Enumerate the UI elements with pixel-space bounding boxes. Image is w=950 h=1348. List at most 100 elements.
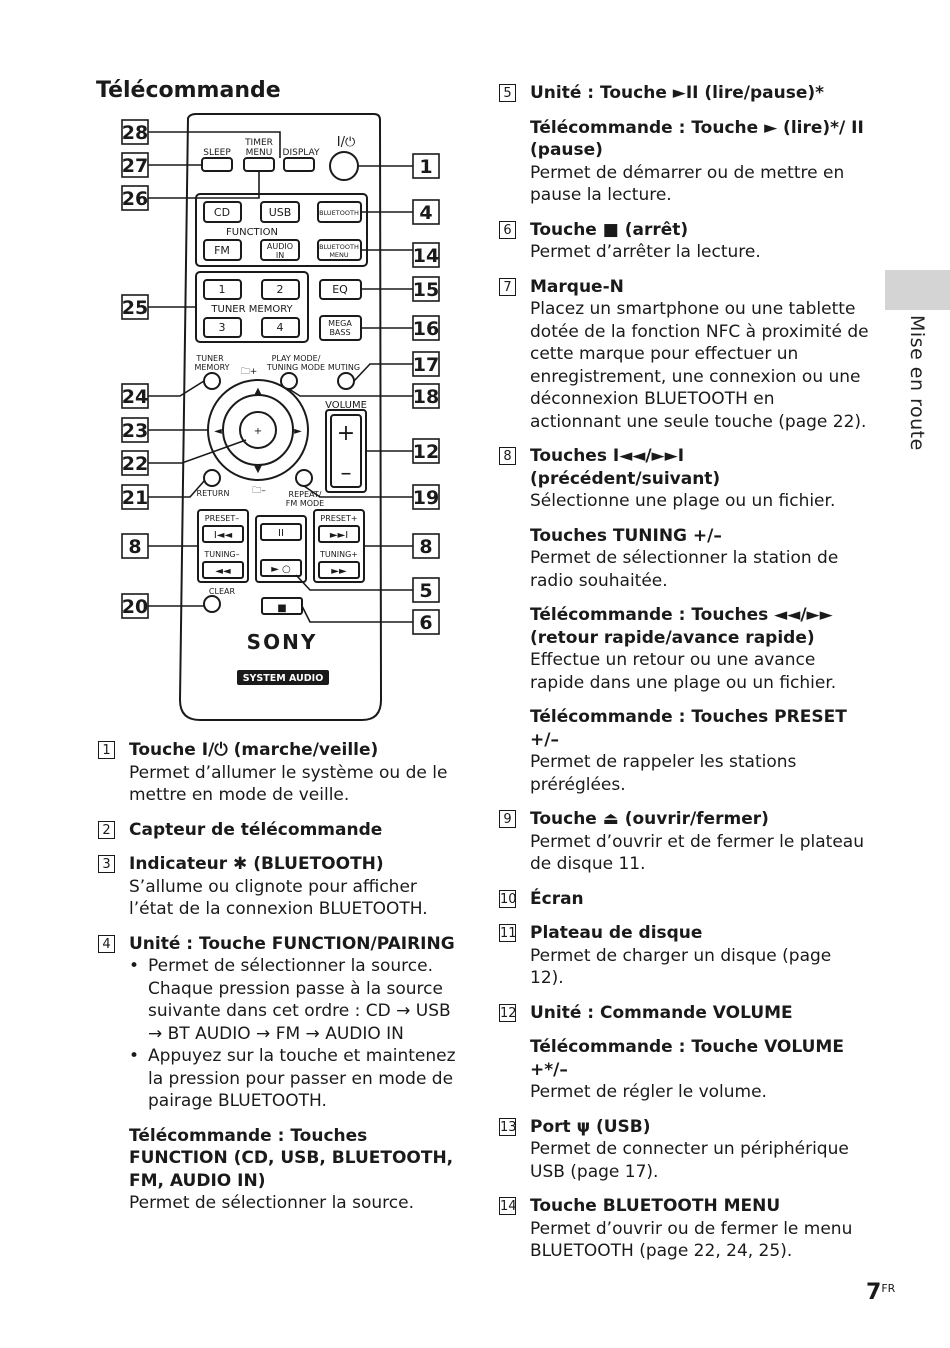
entry-heading: Port ψ (USB) bbox=[530, 1116, 651, 1137]
prev-icon[interactable]: I◄◄ bbox=[214, 530, 233, 541]
callout-27: 27 bbox=[122, 155, 148, 177]
timer-label-1: TIMER bbox=[244, 138, 273, 148]
left-arrow-icon[interactable]: ◄ bbox=[214, 426, 222, 437]
tuner-memory-small-2: MEMORY bbox=[194, 363, 229, 372]
entry-10: 10 Écran bbox=[499, 888, 869, 911]
entry-subheading: Télécommande : Touche VOLUME +*/– bbox=[530, 1037, 844, 1080]
play-mode-label-1: PLAY MODE/ bbox=[272, 354, 321, 363]
callout-14: 14 bbox=[413, 245, 439, 267]
tuner-memory-small-1: TUNER bbox=[195, 354, 224, 363]
sony-logo: SONY bbox=[247, 630, 318, 654]
entry-body: Effectue un retour ou une avance rapide … bbox=[530, 650, 837, 693]
entry-2: 2 Capteur de télécommande bbox=[98, 819, 458, 842]
entry-subheading: Télécommande : Touche ► (lire)*/ II (pau… bbox=[530, 117, 864, 161]
entry-heading: Unité : Touche ►II (lire/pause)* bbox=[530, 83, 825, 103]
bt-menu-label-1: BLUETOOTH bbox=[319, 243, 359, 251]
entry-body: Permet d’ouvrir et de fermer le plateau … bbox=[530, 831, 864, 875]
callout-4: 4 bbox=[419, 202, 432, 224]
entry-7: 7 Marque-N Placez un smartphone ou une t… bbox=[499, 276, 869, 434]
page-title: Télécommande bbox=[96, 78, 281, 103]
entry-number: 1 bbox=[98, 741, 115, 759]
audio-in-label-2: IN bbox=[276, 251, 284, 260]
callout-16: 16 bbox=[413, 318, 439, 340]
play-mode-label-2: TUNING MODE bbox=[266, 363, 325, 372]
entry-body: Permet de sélectionner la station de rad… bbox=[530, 548, 839, 591]
entry-number: 13 bbox=[499, 1117, 517, 1136]
entry-body: Permet de connecter un périphérique USB … bbox=[530, 1139, 849, 1182]
right-arrow-icon[interactable]: ► bbox=[294, 426, 302, 437]
bt-menu-label-2: MENU bbox=[329, 251, 349, 259]
entry-body: Permet de sélectionner la source. bbox=[129, 1193, 414, 1213]
callout-8-left: 8 bbox=[128, 536, 141, 558]
fm-button[interactable]: FM bbox=[214, 244, 230, 257]
down-arrow-icon[interactable]: ▼ bbox=[254, 464, 262, 475]
next-icon[interactable]: ►►I bbox=[330, 530, 348, 541]
fast-forward-icon[interactable]: ►► bbox=[331, 566, 347, 577]
entry-heading: Marque-N bbox=[530, 276, 624, 297]
entry-number: 2 bbox=[98, 820, 115, 839]
entry-body: Permet de rappeler les stations préréglé… bbox=[530, 752, 797, 795]
repeat-label-2: FM MODE bbox=[286, 499, 324, 508]
stop-icon[interactable]: ■ bbox=[277, 603, 286, 614]
entry-1: 1 Touche I/⏻ (marche/veille) Permet d’al… bbox=[98, 739, 458, 807]
rewind-icon[interactable]: ◄◄ bbox=[215, 566, 231, 577]
entry-heading: Unité : Touche FUNCTION/PAIRING bbox=[129, 933, 455, 954]
remote-control-diagram: SLEEP TIMER MENU DISPLAY I/⏻ CD USB BLUE… bbox=[121, 113, 440, 721]
clear-label: CLEAR bbox=[209, 587, 236, 596]
entry-body: Sélectionne une plage ou un fichier. bbox=[530, 491, 836, 511]
entry-heading: Indicateur ✱ (BLUETOOTH) bbox=[129, 854, 384, 874]
memory-4-button[interactable]: 4 bbox=[277, 321, 284, 334]
callout-18: 18 bbox=[413, 386, 439, 408]
left-column: 1 Touche I/⏻ (marche/veille) Permet d’al… bbox=[98, 739, 458, 1215]
entry-12: 12 Unité : Commande VOLUME Télécommande … bbox=[499, 1002, 869, 1104]
entry-4: 4 Unité : Touche FUNCTION/PAIRING Permet… bbox=[98, 933, 458, 1215]
entry-heading: Touche ⏏ (ouvrir/fermer) bbox=[530, 809, 769, 829]
audio-in-label-1: AUDIO bbox=[267, 242, 293, 251]
cd-button[interactable]: CD bbox=[214, 206, 230, 219]
entry-heading: Touche ■ (arrêt) bbox=[530, 219, 689, 240]
usb-button[interactable]: USB bbox=[269, 206, 292, 219]
entry-number: 10 bbox=[499, 889, 517, 908]
entry-13: 13 Port ψ (USB) Permet de connecter un p… bbox=[499, 1116, 869, 1184]
enter-icon[interactable]: + bbox=[254, 426, 262, 437]
callout-8-right: 8 bbox=[419, 536, 432, 558]
page-language: FR bbox=[881, 1282, 896, 1295]
entry-6: 6 Touche ■ (arrêt) Permet d’arrêter la l… bbox=[499, 219, 869, 264]
bluetooth-button[interactable]: BLUETOOTH bbox=[319, 209, 359, 217]
callout-20: 20 bbox=[122, 596, 148, 618]
repeat-label-1: REPEAT/ bbox=[289, 490, 322, 499]
entry-body: Permet de charger un disque (page 12). bbox=[530, 945, 832, 989]
entry-body: S’allume ou clignote pour afficher l’éta… bbox=[129, 876, 428, 920]
entry-number: 7 bbox=[499, 277, 516, 296]
entry-body: Permet d’allumer le système ou de le met… bbox=[129, 762, 448, 806]
callout-12: 12 bbox=[413, 441, 439, 463]
memory-1-button[interactable]: 1 bbox=[219, 283, 226, 296]
mega-bass-label-1: MEGA bbox=[328, 319, 352, 328]
callout-21: 21 bbox=[122, 487, 148, 509]
callout-1: 1 bbox=[419, 156, 432, 178]
entry-subheading: Télécommande : Touches PRESET +/– bbox=[530, 707, 847, 750]
entry-body: Permet de démarrer ou de mettre en pause… bbox=[530, 162, 845, 206]
entry-number: 11 bbox=[499, 924, 517, 942]
memory-2-button[interactable]: 2 bbox=[277, 283, 284, 296]
entry-5: 5 Unité : Touche ►II (lire/pause)* Téléc… bbox=[499, 82, 869, 207]
pause-icon[interactable]: II bbox=[278, 528, 284, 539]
entry-14: 14 Touche BLUETOOTH MENU Permet d’ouvrir… bbox=[499, 1195, 869, 1263]
play-icon[interactable]: ► ○ bbox=[271, 564, 291, 575]
sleep-label: SLEEP bbox=[203, 148, 231, 158]
volume-minus-button[interactable]: – bbox=[341, 461, 352, 486]
entry-number: 14 bbox=[499, 1197, 517, 1215]
entry-heading: Capteur de télécommande bbox=[129, 819, 383, 840]
tuning-minus-label: TUNING– bbox=[203, 550, 239, 559]
memory-3-button[interactable]: 3 bbox=[219, 321, 226, 334]
up-arrow-icon[interactable]: ▲ bbox=[254, 386, 262, 397]
volume-label: VOLUME bbox=[325, 400, 367, 411]
entry-heading: Touches I◄◄/►►I (précédent/suivant) bbox=[530, 446, 721, 489]
eq-button[interactable]: EQ bbox=[332, 283, 348, 296]
callout-23: 23 bbox=[122, 420, 148, 442]
volume-plus-button[interactable]: + bbox=[337, 421, 355, 446]
entry-body: Placez un smartphone ou une tablette dot… bbox=[530, 299, 869, 432]
callout-5: 5 bbox=[419, 580, 432, 602]
entry-3: 3 Indicateur ✱ (BLUETOOTH) S’allume ou c… bbox=[98, 853, 458, 921]
entry-heading: Plateau de disque bbox=[530, 923, 703, 943]
